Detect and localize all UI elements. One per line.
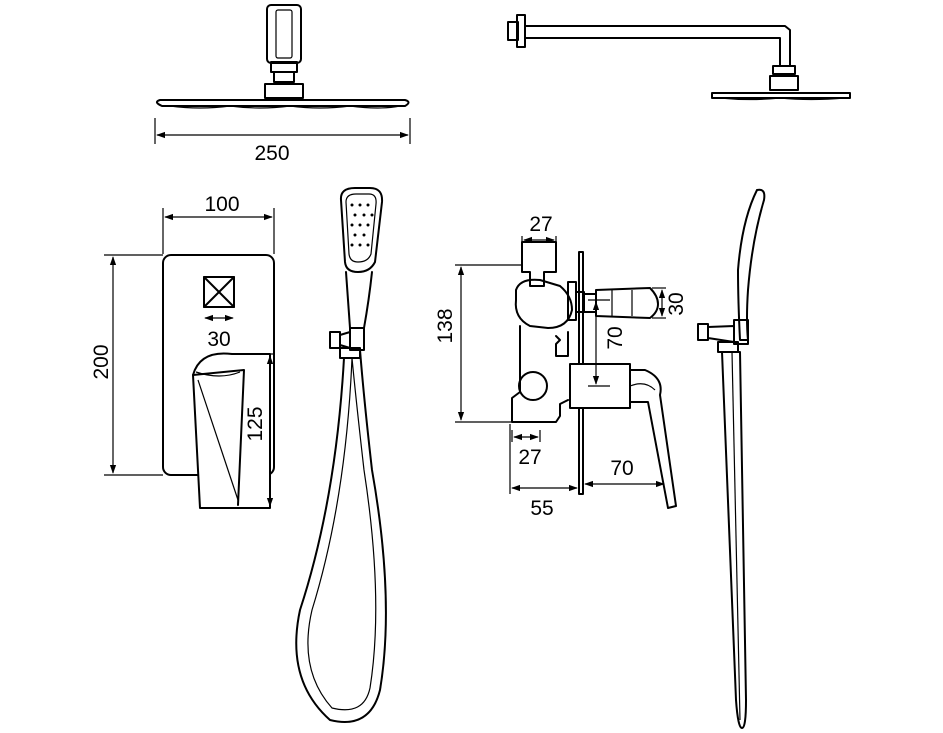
dim-lever-projection: 70 xyxy=(584,457,665,488)
shower-arm-side-view xyxy=(507,14,851,101)
dim-valve-outlet-offset: 70 xyxy=(588,299,627,387)
spray-nozzles-icon xyxy=(350,203,374,247)
label-27-top: 27 xyxy=(529,213,552,236)
dim-valve-depth: 55 xyxy=(509,424,578,520)
label-55: 55 xyxy=(530,497,553,520)
label-125: 125 xyxy=(244,406,267,441)
valve-front-view xyxy=(162,254,275,509)
label-70-offset: 70 xyxy=(604,326,627,349)
dim-valve-outlet-diameter: 30 xyxy=(652,287,688,319)
valve-side-view xyxy=(511,241,677,509)
label-250: 250 xyxy=(254,142,289,165)
label-100: 100 xyxy=(204,193,239,216)
label-200: 200 xyxy=(90,344,113,379)
hand-shower-side-view xyxy=(697,188,766,729)
label-70-lever: 70 xyxy=(610,457,633,480)
shower-head-front-view xyxy=(156,4,410,109)
dim-shower-head-width: 250 xyxy=(154,118,411,165)
label-138: 138 xyxy=(434,308,457,343)
label-30-handle: 30 xyxy=(207,328,230,351)
dim-valve-plate-height: 200 xyxy=(90,254,163,476)
hand-shower-assembly xyxy=(295,187,387,723)
dim-handle-lever-height: 125 xyxy=(244,353,275,507)
label-30-outlet: 30 xyxy=(665,292,688,315)
dim-valve-bottom-pipe: 27 xyxy=(511,430,542,469)
label-27-bottom: 27 xyxy=(518,446,541,469)
dim-handle-square: 30 xyxy=(204,314,234,351)
dim-valve-top-pipe: 27 xyxy=(521,213,557,246)
dim-valve-plate-width: 100 xyxy=(162,193,275,254)
dim-valve-body-height: 138 xyxy=(434,264,522,423)
